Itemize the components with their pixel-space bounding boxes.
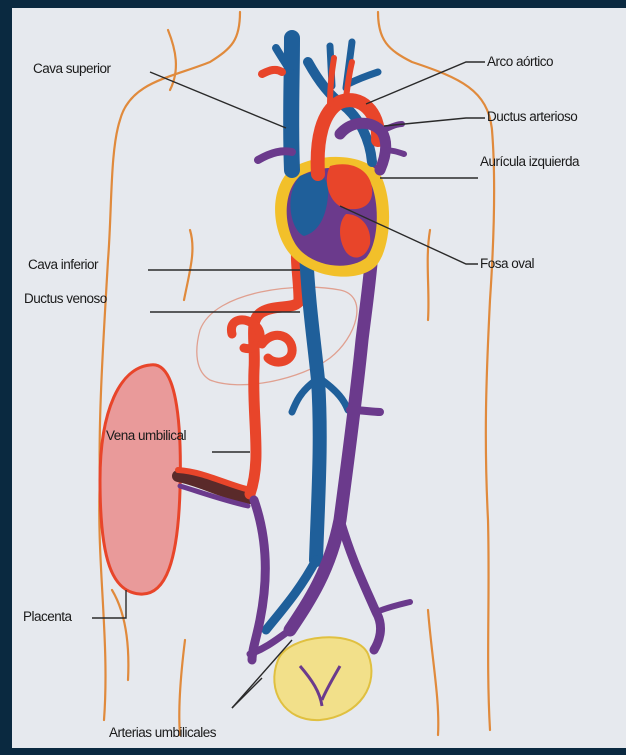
label-ductus-arterioso: Ductus arterioso: [487, 109, 577, 125]
great-vessels: [258, 38, 404, 174]
label-cava-inferior: Cava inferior: [28, 257, 98, 273]
label-vena-umbilical: Vena umbilical: [106, 428, 186, 444]
label-ductus-venoso: Ductus venoso: [24, 291, 107, 307]
label-auricula-izquierda: Aurícula izquierda: [480, 154, 579, 170]
label-placenta: Placenta: [23, 609, 72, 625]
umbilical-cord: [178, 470, 250, 506]
label-cava-superior: Cava superior: [33, 61, 111, 77]
label-arco-aortico: Arco aórtico: [487, 54, 553, 70]
label-fosa-oval: Fosa oval: [480, 256, 534, 272]
label-arterias-umbilicales: Arterias umbilicales: [109, 725, 216, 741]
placenta: [100, 365, 180, 594]
bladder: [274, 637, 371, 720]
